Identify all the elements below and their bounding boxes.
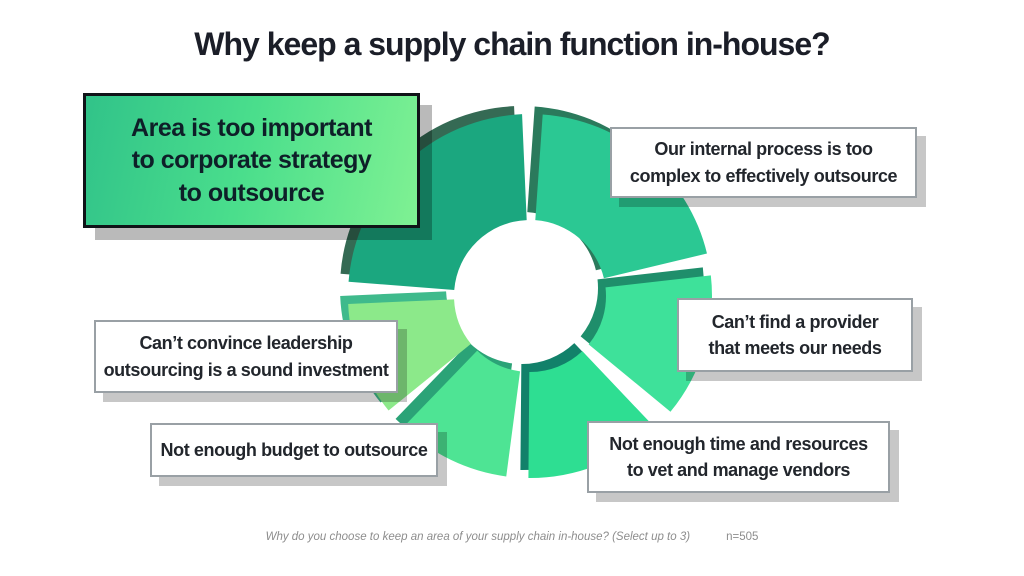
footnote: Why do you choose to keep an area of you… <box>0 531 1024 543</box>
callout-provider-line: that meets our needs <box>708 338 882 358</box>
callout-strategy-line: Area is too important <box>131 113 372 142</box>
callout-strategy-line: to outsource <box>178 178 325 207</box>
callout-internal-process-line: complex to effectively outsource <box>629 165 898 186</box>
callout-provider-line: Can’t find a provider <box>711 311 879 332</box>
callout-internal-process-line: Our internal process is too <box>654 139 873 160</box>
callout-internal-process: Our internal process is too complex to e… <box>610 127 917 198</box>
callout-strategy: Area is too important to corporate strat… <box>83 93 420 228</box>
footnote-sample-size: n=505 <box>726 531 759 543</box>
callout-time-resources: Not enough time and resources to vet and… <box>587 421 890 493</box>
callout-time-resources-line: Not enough time and resources <box>609 433 868 454</box>
callout-time-resources-line: to vet and manage vendors <box>626 460 851 480</box>
callout-budget-line: Not enough budget to outsource <box>160 439 428 460</box>
callout-leadership-line: outsourcing is a sound investment <box>103 359 389 380</box>
callout-provider: Can’t find a provider that meets our nee… <box>677 298 913 372</box>
callout-leadership: Can’t convince leadership outsourcing is… <box>94 320 398 393</box>
callout-leadership-line: Can’t convince leadership <box>139 333 353 354</box>
callout-budget: Not enough budget to outsource <box>150 423 438 477</box>
page-title: Why keep a supply chain function in-hous… <box>194 26 830 62</box>
footnote-question: Why do you choose to keep an area of you… <box>265 531 691 543</box>
donut-segment-strategy <box>348 114 527 291</box>
callout-strategy-line: to corporate strategy <box>131 146 372 175</box>
